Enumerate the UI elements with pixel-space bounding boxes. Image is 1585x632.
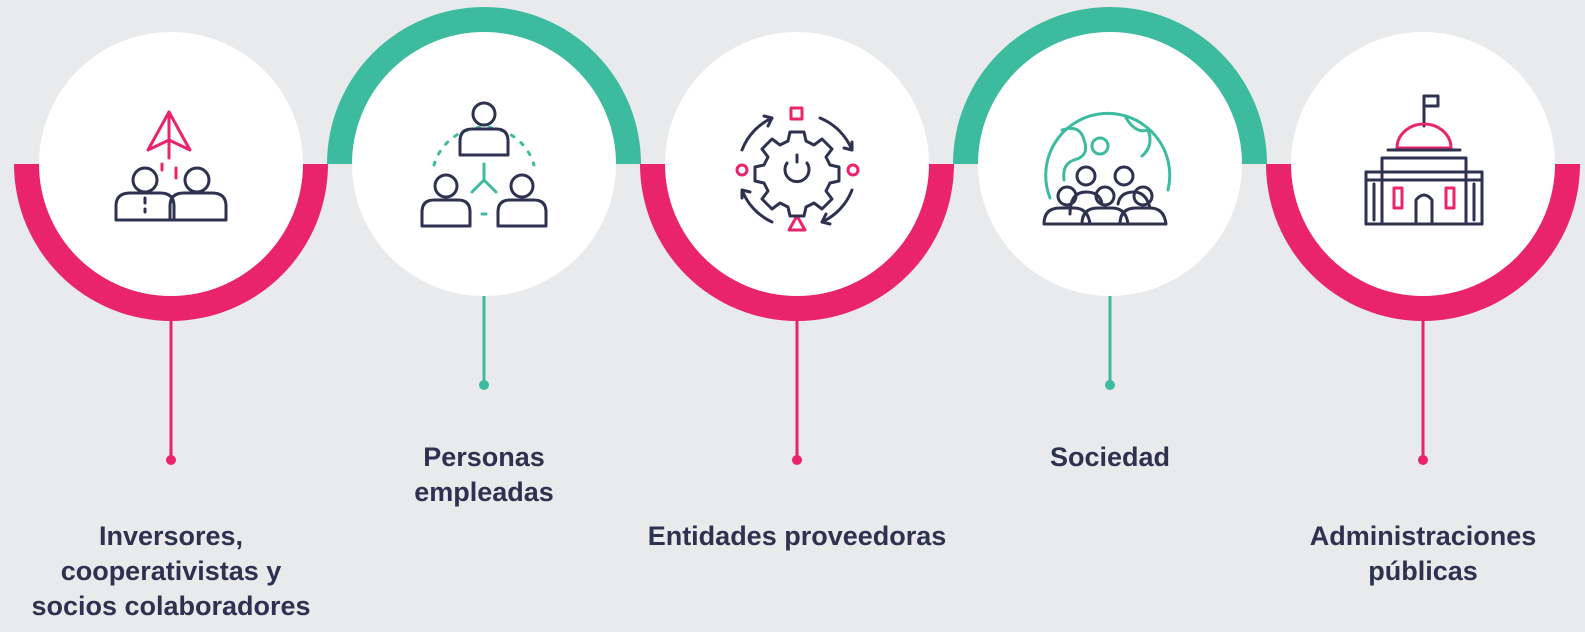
connector-4 bbox=[1105, 280, 1115, 390]
investors-icon bbox=[114, 110, 228, 222]
circle-3 bbox=[665, 32, 929, 296]
public-administration-icon bbox=[1364, 94, 1484, 226]
connector-5 bbox=[1418, 300, 1428, 465]
connector-1 bbox=[166, 300, 176, 465]
circle-4 bbox=[978, 32, 1242, 296]
label-suppliers: Entidades proveedoras bbox=[647, 521, 947, 551]
society-globe-icon bbox=[1042, 111, 1172, 226]
connector-2 bbox=[479, 280, 489, 390]
label-employees: Personas empleadas bbox=[414, 442, 554, 507]
label-public-administrations: Administraciones públicas bbox=[1309, 521, 1537, 586]
label-investors: Inversores, cooperativistas y socios col… bbox=[31, 521, 311, 621]
employees-icon bbox=[420, 101, 548, 228]
connector-3 bbox=[792, 300, 802, 465]
circle-5 bbox=[1291, 32, 1555, 296]
circle-1 bbox=[39, 32, 303, 296]
suppliers-gear-icon bbox=[735, 106, 860, 232]
label-society: Sociedad bbox=[1049, 442, 1171, 472]
